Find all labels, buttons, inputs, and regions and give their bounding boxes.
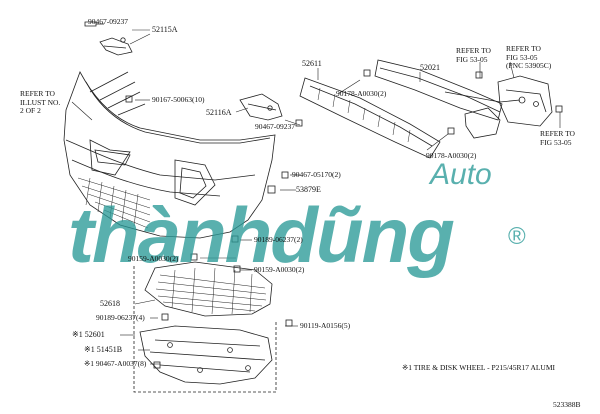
part-label: 90189-06237(4): [96, 313, 145, 322]
part-label: 90159-A0030(2): [254, 265, 305, 274]
refer-label: REFER TO FIG 53-05 (PNC 53905C): [506, 44, 552, 71]
refer-label: REFER TO FIG 53-05: [540, 129, 575, 147]
leader-lines: [71, 29, 561, 365]
clip-icon: [125, 69, 563, 369]
part-label: 90167-50063(10): [152, 95, 205, 104]
part-label: 52618: [100, 299, 120, 308]
footnote: ※1 TIRE & DISK WHEEL - P215/45R17 ALUMI: [402, 363, 556, 372]
group-boundary: [133, 266, 277, 393]
screw-icon: [84, 21, 104, 27]
part-label: ※1 51451B: [84, 345, 123, 354]
bracket-left: [464, 107, 501, 139]
refer-label: REFER TO ILLUST NO. 2 OF 2: [20, 89, 61, 116]
part-label: 90467-09237: [88, 17, 128, 26]
bracket-53905c: [497, 75, 553, 127]
energy-absorber-52611: [299, 77, 441, 159]
part-label: 90467-09237: [255, 122, 295, 131]
reinforcement-52021: [374, 59, 521, 121]
under-cover-52618: [144, 261, 273, 317]
bumper-cover: [63, 71, 276, 239]
part-label: 53879E: [296, 185, 321, 194]
engine-under-cover-52601: [139, 325, 273, 385]
bracket-52116a: [239, 93, 283, 121]
part-label: 90189-06237(2): [254, 235, 303, 244]
part-label: 90119-A0156(5): [300, 321, 351, 330]
part-label: ※1 90467-A0037(8): [84, 359, 147, 368]
part-label: 90178-A0030(2): [336, 89, 387, 98]
part-label: 90467-05170(2): [292, 170, 341, 179]
part-label: 52115A: [152, 25, 178, 34]
refer-label: REFER TO FIG 53-05: [456, 46, 491, 64]
part-label: 52611: [302, 59, 322, 68]
diagram-id: 523388B: [553, 400, 581, 409]
part-label: 52021: [420, 63, 440, 72]
bracket-52115a: [99, 37, 133, 56]
part-label: ※1 52601: [72, 330, 105, 339]
part-label: 90159-A0030(2): [128, 254, 179, 263]
part-label: 52116A: [206, 108, 232, 117]
part-label: 90178-A0030(2): [426, 151, 477, 160]
